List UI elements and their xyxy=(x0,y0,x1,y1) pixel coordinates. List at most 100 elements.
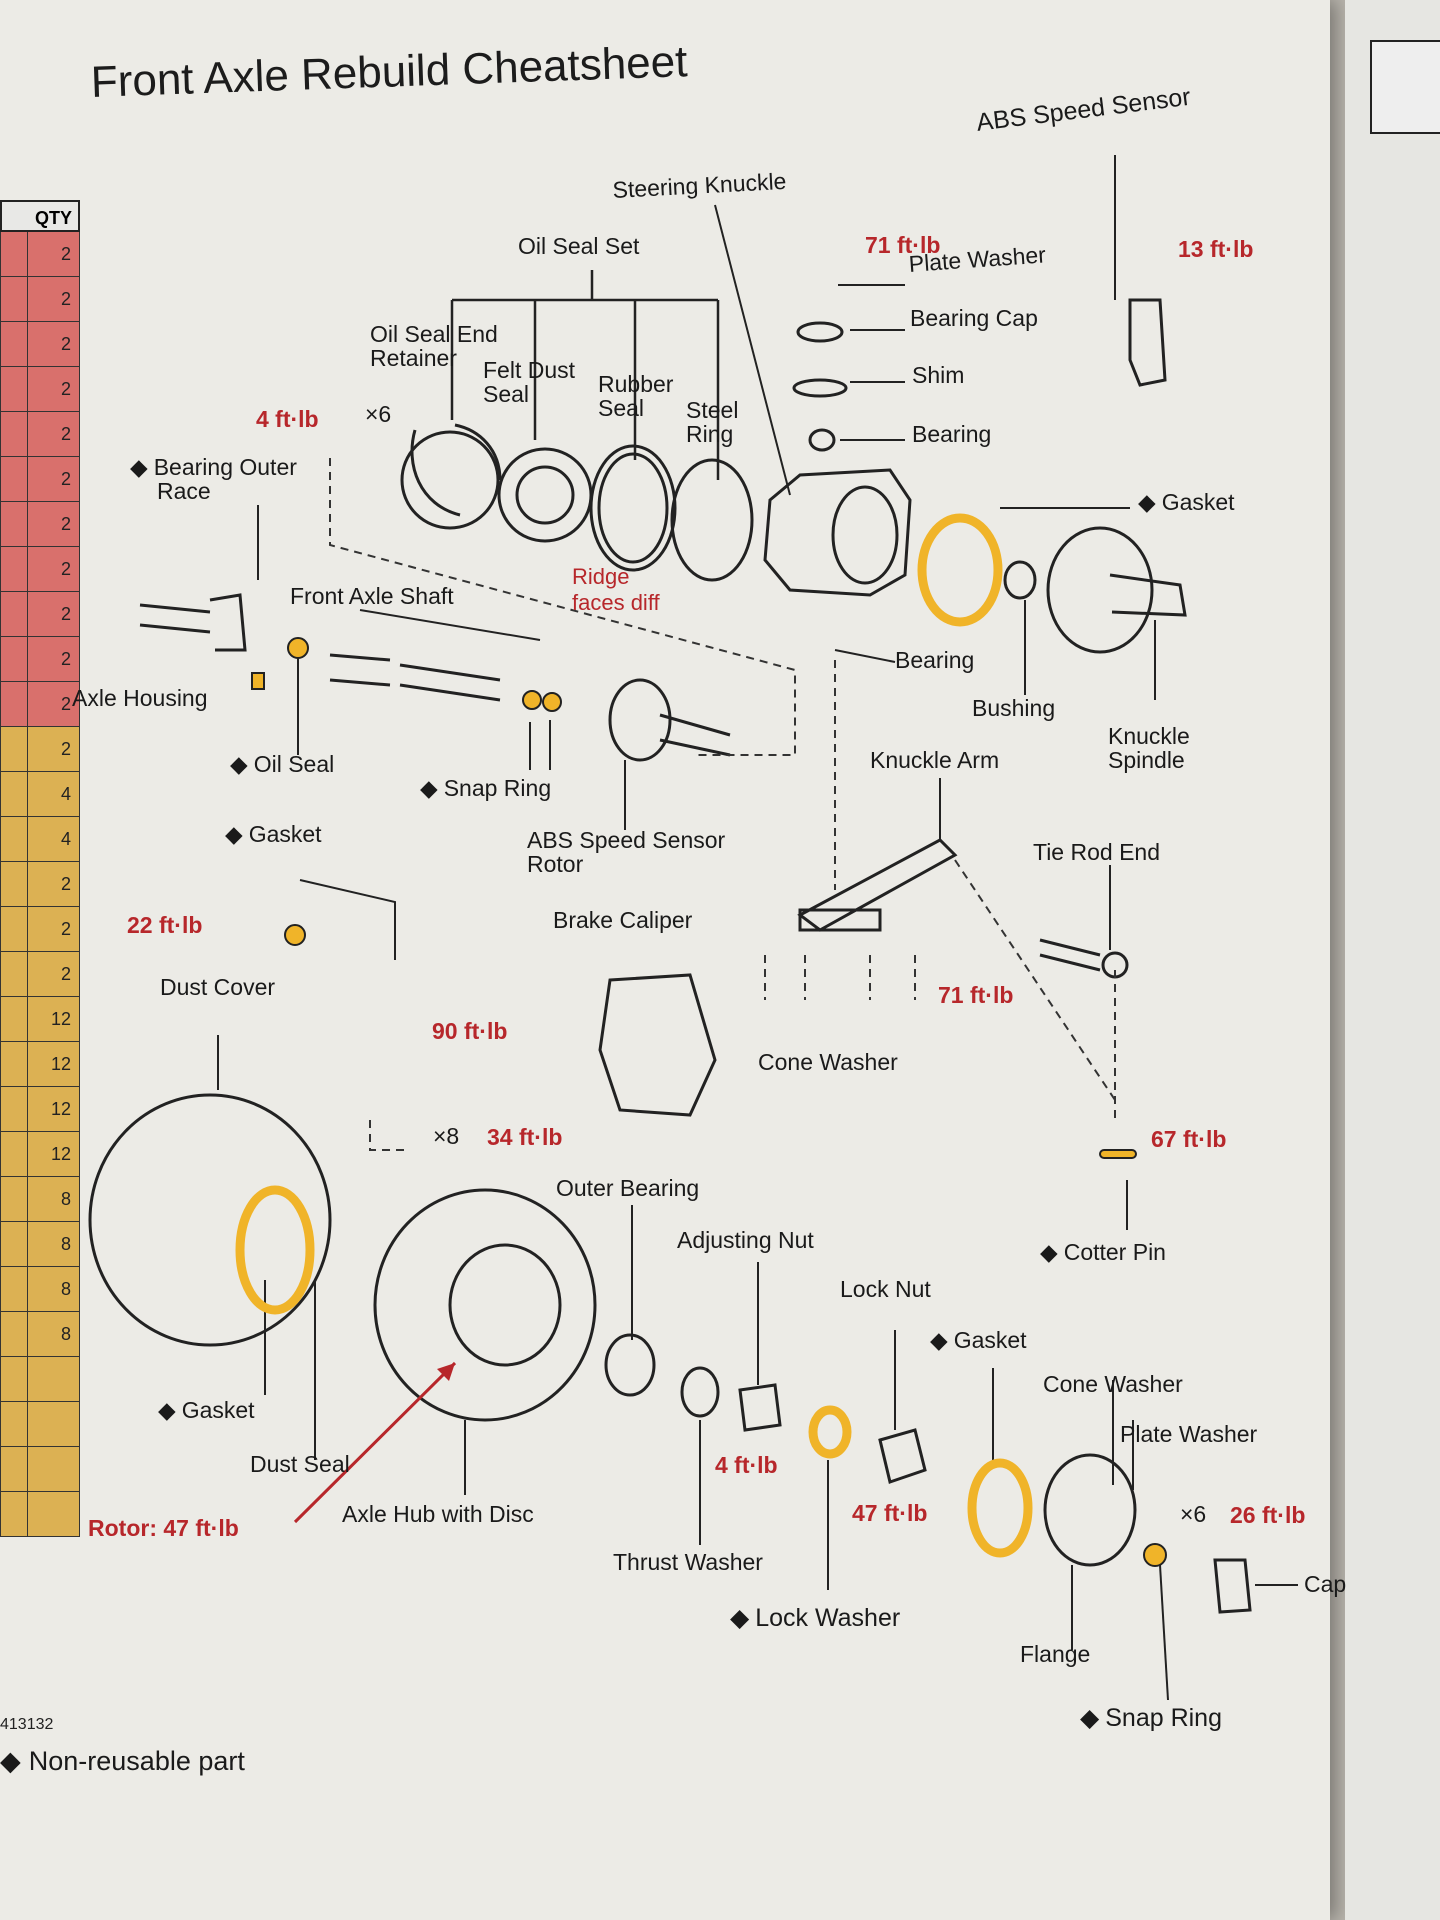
qty-value: 2 xyxy=(60,964,71,984)
tie-rod-end-icon xyxy=(1039,938,1101,972)
label-axle-hub-with-disc: Axle Hub with Disc xyxy=(342,1501,534,1527)
gasket-knuckle-highlight xyxy=(917,513,1003,627)
legend-text: Non-reusable part xyxy=(28,1746,245,1776)
qty-table-row: 2 xyxy=(0,547,80,592)
label-plate-washer-bottom: Plate Washer xyxy=(1120,1421,1258,1447)
qty-table-cell xyxy=(1,907,28,951)
snap-ring-highlight-2 xyxy=(542,692,562,712)
torque-plate-washer: 71 ft·lb xyxy=(865,232,941,258)
label-lock-nut: Lock Nut xyxy=(840,1276,931,1302)
qty-table-cell xyxy=(1,547,28,591)
qty-table-cell xyxy=(1,1492,28,1536)
qty-table-cell xyxy=(1,412,28,456)
label-brake-caliper: Brake Caliper xyxy=(553,907,693,933)
qty-value: 12 xyxy=(50,1009,71,1029)
qty-table-cell xyxy=(1,1312,28,1356)
torque-adjusting-nut: 4 ft·lb xyxy=(715,1452,778,1478)
qty-table-row: 8 xyxy=(0,1177,80,1222)
label-gasket-hub: Gasket xyxy=(930,1328,1027,1352)
abs-rotor-icon xyxy=(608,678,672,762)
lock-nut-icon xyxy=(878,1428,927,1484)
leader-steering-knuckle xyxy=(714,204,791,496)
qty-table-row xyxy=(0,1447,80,1492)
label-oil-seal: Oil Seal xyxy=(230,752,335,776)
gasket-abs-highlight xyxy=(284,924,306,946)
label-gasket-knuckle: Gasket xyxy=(1138,490,1235,514)
brake-caliper-icon xyxy=(598,973,717,1117)
qty-table-row: 2 xyxy=(0,907,80,952)
qty-table-row: 12 xyxy=(0,1087,80,1132)
qty-table-row xyxy=(0,1357,80,1402)
diagram-code: 413132 xyxy=(0,1716,54,1733)
qty-value: 2 xyxy=(60,649,71,669)
qty-value: 2 xyxy=(60,739,71,759)
qty-table-row: 2 xyxy=(0,367,80,412)
label-front-axle-shaft: Front Axle Shaft xyxy=(290,583,454,609)
qty-value: 12 xyxy=(50,1144,71,1164)
bearing-outer-race-highlight xyxy=(251,672,265,690)
dashed-guide-shaft xyxy=(329,458,796,756)
label-gasket-abs: Gasket xyxy=(225,822,322,846)
qty-table-row: 2 xyxy=(0,592,80,637)
torque-knuckle-arm: 71 ft·lb xyxy=(938,982,1014,1008)
adjusting-nut-icon xyxy=(738,1383,782,1432)
qty-value: 2 xyxy=(60,244,71,264)
torque-lock-nut: 47 ft·lb xyxy=(852,1500,928,1526)
qty-table-row: 8 xyxy=(0,1267,80,1312)
qty-table-cell xyxy=(1,1087,28,1131)
lock-washer-highlight xyxy=(808,1405,852,1459)
qty-table-row: 4 xyxy=(0,772,80,817)
qty-table-row: 2 xyxy=(0,637,80,682)
label-cotter-pin: Cotter Pin xyxy=(1040,1240,1166,1264)
qty-table-row xyxy=(0,1492,80,1537)
qty-table-row: 12 xyxy=(0,997,80,1042)
bearing-top-icon xyxy=(808,428,836,452)
qty-table-cell xyxy=(1,1267,28,1311)
qty-table-cell xyxy=(1,952,28,996)
qty-table-row: 2 xyxy=(0,727,80,772)
qty-table-row: 8 xyxy=(0,1312,80,1357)
qty-table-cell xyxy=(1,232,28,276)
qty-value: 4 xyxy=(60,784,71,804)
label-x6-bottom: ×6 xyxy=(1180,1501,1207,1527)
qty-table-cell xyxy=(1,997,28,1041)
diamond-icon: ◆ xyxy=(0,1746,21,1776)
label-x6-top: ×6 xyxy=(365,401,392,427)
knuckle-arm-icon xyxy=(797,838,958,932)
steel-ring-icon xyxy=(670,458,754,582)
label-cap: Cap xyxy=(1304,1571,1347,1597)
qty-table-cell xyxy=(1,727,28,771)
qty-value: 4 xyxy=(60,829,71,849)
qty-table-row: 2 xyxy=(0,277,80,322)
label-knuckle-arm: Knuckle Arm xyxy=(870,747,1000,773)
qty-table-cell xyxy=(1,322,28,366)
gasket-dust-highlight xyxy=(235,1185,315,1315)
felt-dust-seal-icon xyxy=(497,447,593,543)
qty-value: 2 xyxy=(60,514,71,534)
qty-value: 8 xyxy=(60,1279,71,1299)
qty-value: 2 xyxy=(60,694,71,714)
label-cone-washer-bottom: Cone Washer xyxy=(1043,1371,1183,1397)
qty-value: 12 xyxy=(50,1099,71,1119)
label-bearing-top: Bearing xyxy=(912,421,992,447)
oil-seal-highlight xyxy=(287,637,309,659)
qty-value: 2 xyxy=(60,559,71,579)
gasket-hub-highlight xyxy=(967,1458,1033,1558)
label-x8: ×8 xyxy=(433,1123,460,1149)
qty-table-cell xyxy=(1,862,28,906)
axle-hub-icon xyxy=(373,1188,597,1422)
qty-table-row: 4 xyxy=(0,817,80,862)
qty-table-row: 2 xyxy=(0,457,80,502)
torque-brake-caliper: 90 ft·lb xyxy=(432,1018,508,1044)
qty-table-row: 2 xyxy=(0,952,80,997)
qty-table-row: 8 xyxy=(0,1222,80,1267)
qty-table-row: 2 xyxy=(0,862,80,907)
qty-table-cell xyxy=(1,277,28,321)
front-axle-shaft-icon xyxy=(329,653,391,687)
label-axle-housing: Axle Housing xyxy=(72,685,208,711)
